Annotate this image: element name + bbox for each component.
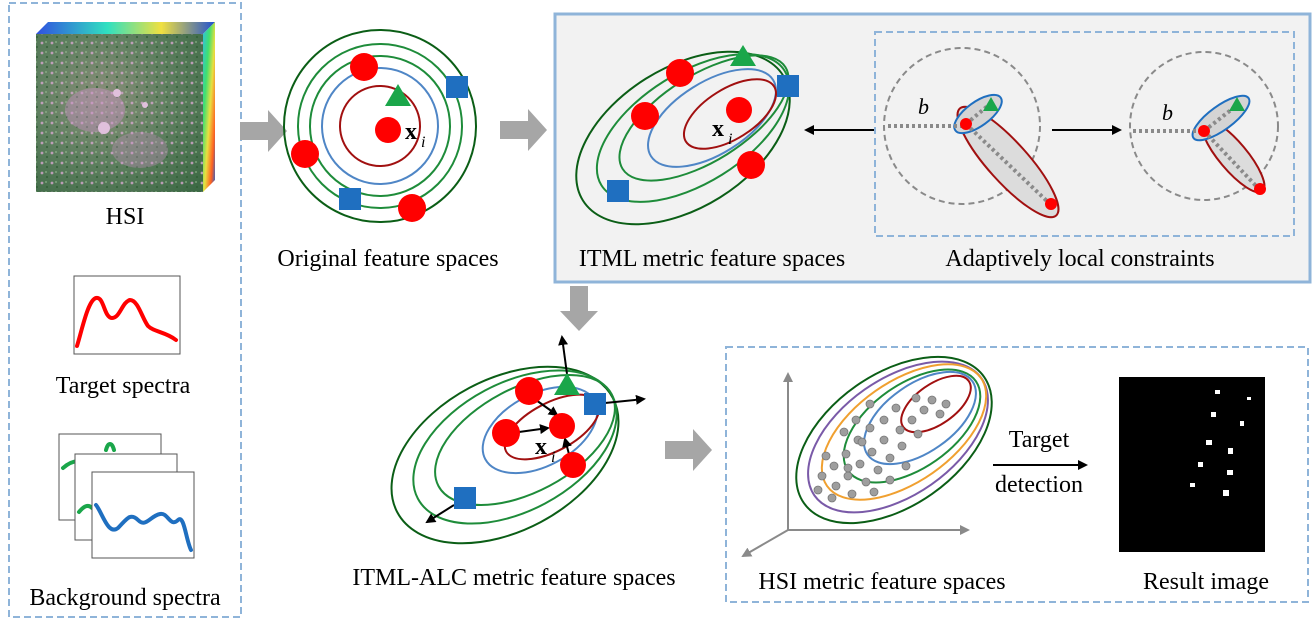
b-symbol: b (918, 94, 929, 119)
sample-point (291, 140, 319, 168)
itml-panel (553, 12, 1312, 284)
b-symbol: b (1162, 100, 1173, 125)
background-spectrum-curve (94, 503, 193, 552)
result-label: Result image (1143, 569, 1269, 595)
target-triangle-icon (554, 373, 580, 395)
sample-point (515, 377, 543, 405)
alc-before: b (883, 47, 1060, 219)
anchor-point-xi (375, 117, 401, 143)
background-square-icon (446, 76, 468, 98)
original-label: Original feature spaces (277, 246, 498, 272)
flow-arrow-3 (665, 429, 712, 471)
xi-subscript: i (421, 134, 425, 151)
sample-point (398, 194, 426, 222)
flow-arrow-down (560, 286, 598, 331)
target-triangle-icon (983, 97, 999, 111)
sample-point (350, 53, 378, 81)
hsi-metric-label: HSI metric feature spaces (758, 569, 1005, 595)
target-triangle-icon (730, 45, 756, 66)
anchor-point-xi (726, 97, 752, 123)
target-triangle-icon (385, 84, 411, 106)
background-square-icon (454, 487, 476, 509)
background-spectra-label: Background spectra (29, 585, 221, 611)
sample-point (631, 102, 659, 130)
xi-symbol: x (535, 434, 547, 460)
input-panel-border (8, 2, 242, 618)
result-image (1119, 377, 1265, 552)
alc-label: Adaptively local constraints (945, 246, 1214, 272)
background-square-icon (339, 188, 361, 210)
target-spectrum-curve (75, 296, 178, 348)
background-spectra-stack (58, 433, 195, 559)
sample-point (666, 59, 694, 87)
anchor-point-xi (549, 413, 575, 439)
background-square-icon (777, 75, 799, 97)
itml-alc-label: ITML-ALC metric feature spaces (352, 565, 675, 591)
detect-label-1: Target (1009, 427, 1070, 453)
itml-label: ITML metric feature spaces (579, 246, 845, 272)
sample-point (737, 151, 765, 179)
original-feature-space: x i (283, 29, 477, 223)
hsi-metric-panel (725, 346, 1309, 603)
hsi-label: HSI (106, 204, 145, 230)
itml-feature-space: x i (575, 45, 799, 226)
xi-subscript: i (728, 131, 732, 148)
target-spectra-label: Target spectra (56, 373, 191, 399)
hsi-cube-icon (36, 22, 215, 192)
flow-arrow-1 (240, 110, 287, 152)
xi-symbol: x (712, 116, 724, 142)
background-square-icon (607, 180, 629, 202)
target-triangle-icon (1229, 97, 1245, 111)
target-spectrum-plot (73, 275, 181, 355)
xi-symbol: x (405, 119, 417, 145)
itml-alc-feature-space: x i (390, 335, 646, 545)
background-square-icon (584, 393, 606, 415)
xi-subscript: i (551, 449, 555, 466)
hsi-pixel-points (813, 393, 951, 503)
alc-panel (874, 31, 1295, 237)
detect-label-2: detection (995, 472, 1083, 498)
flow-arrow-2 (500, 109, 547, 151)
hsi-metric-feature-space (741, 355, 993, 558)
sample-point (492, 419, 520, 447)
alc-after: b (1129, 51, 1279, 201)
sample-point (560, 452, 586, 478)
